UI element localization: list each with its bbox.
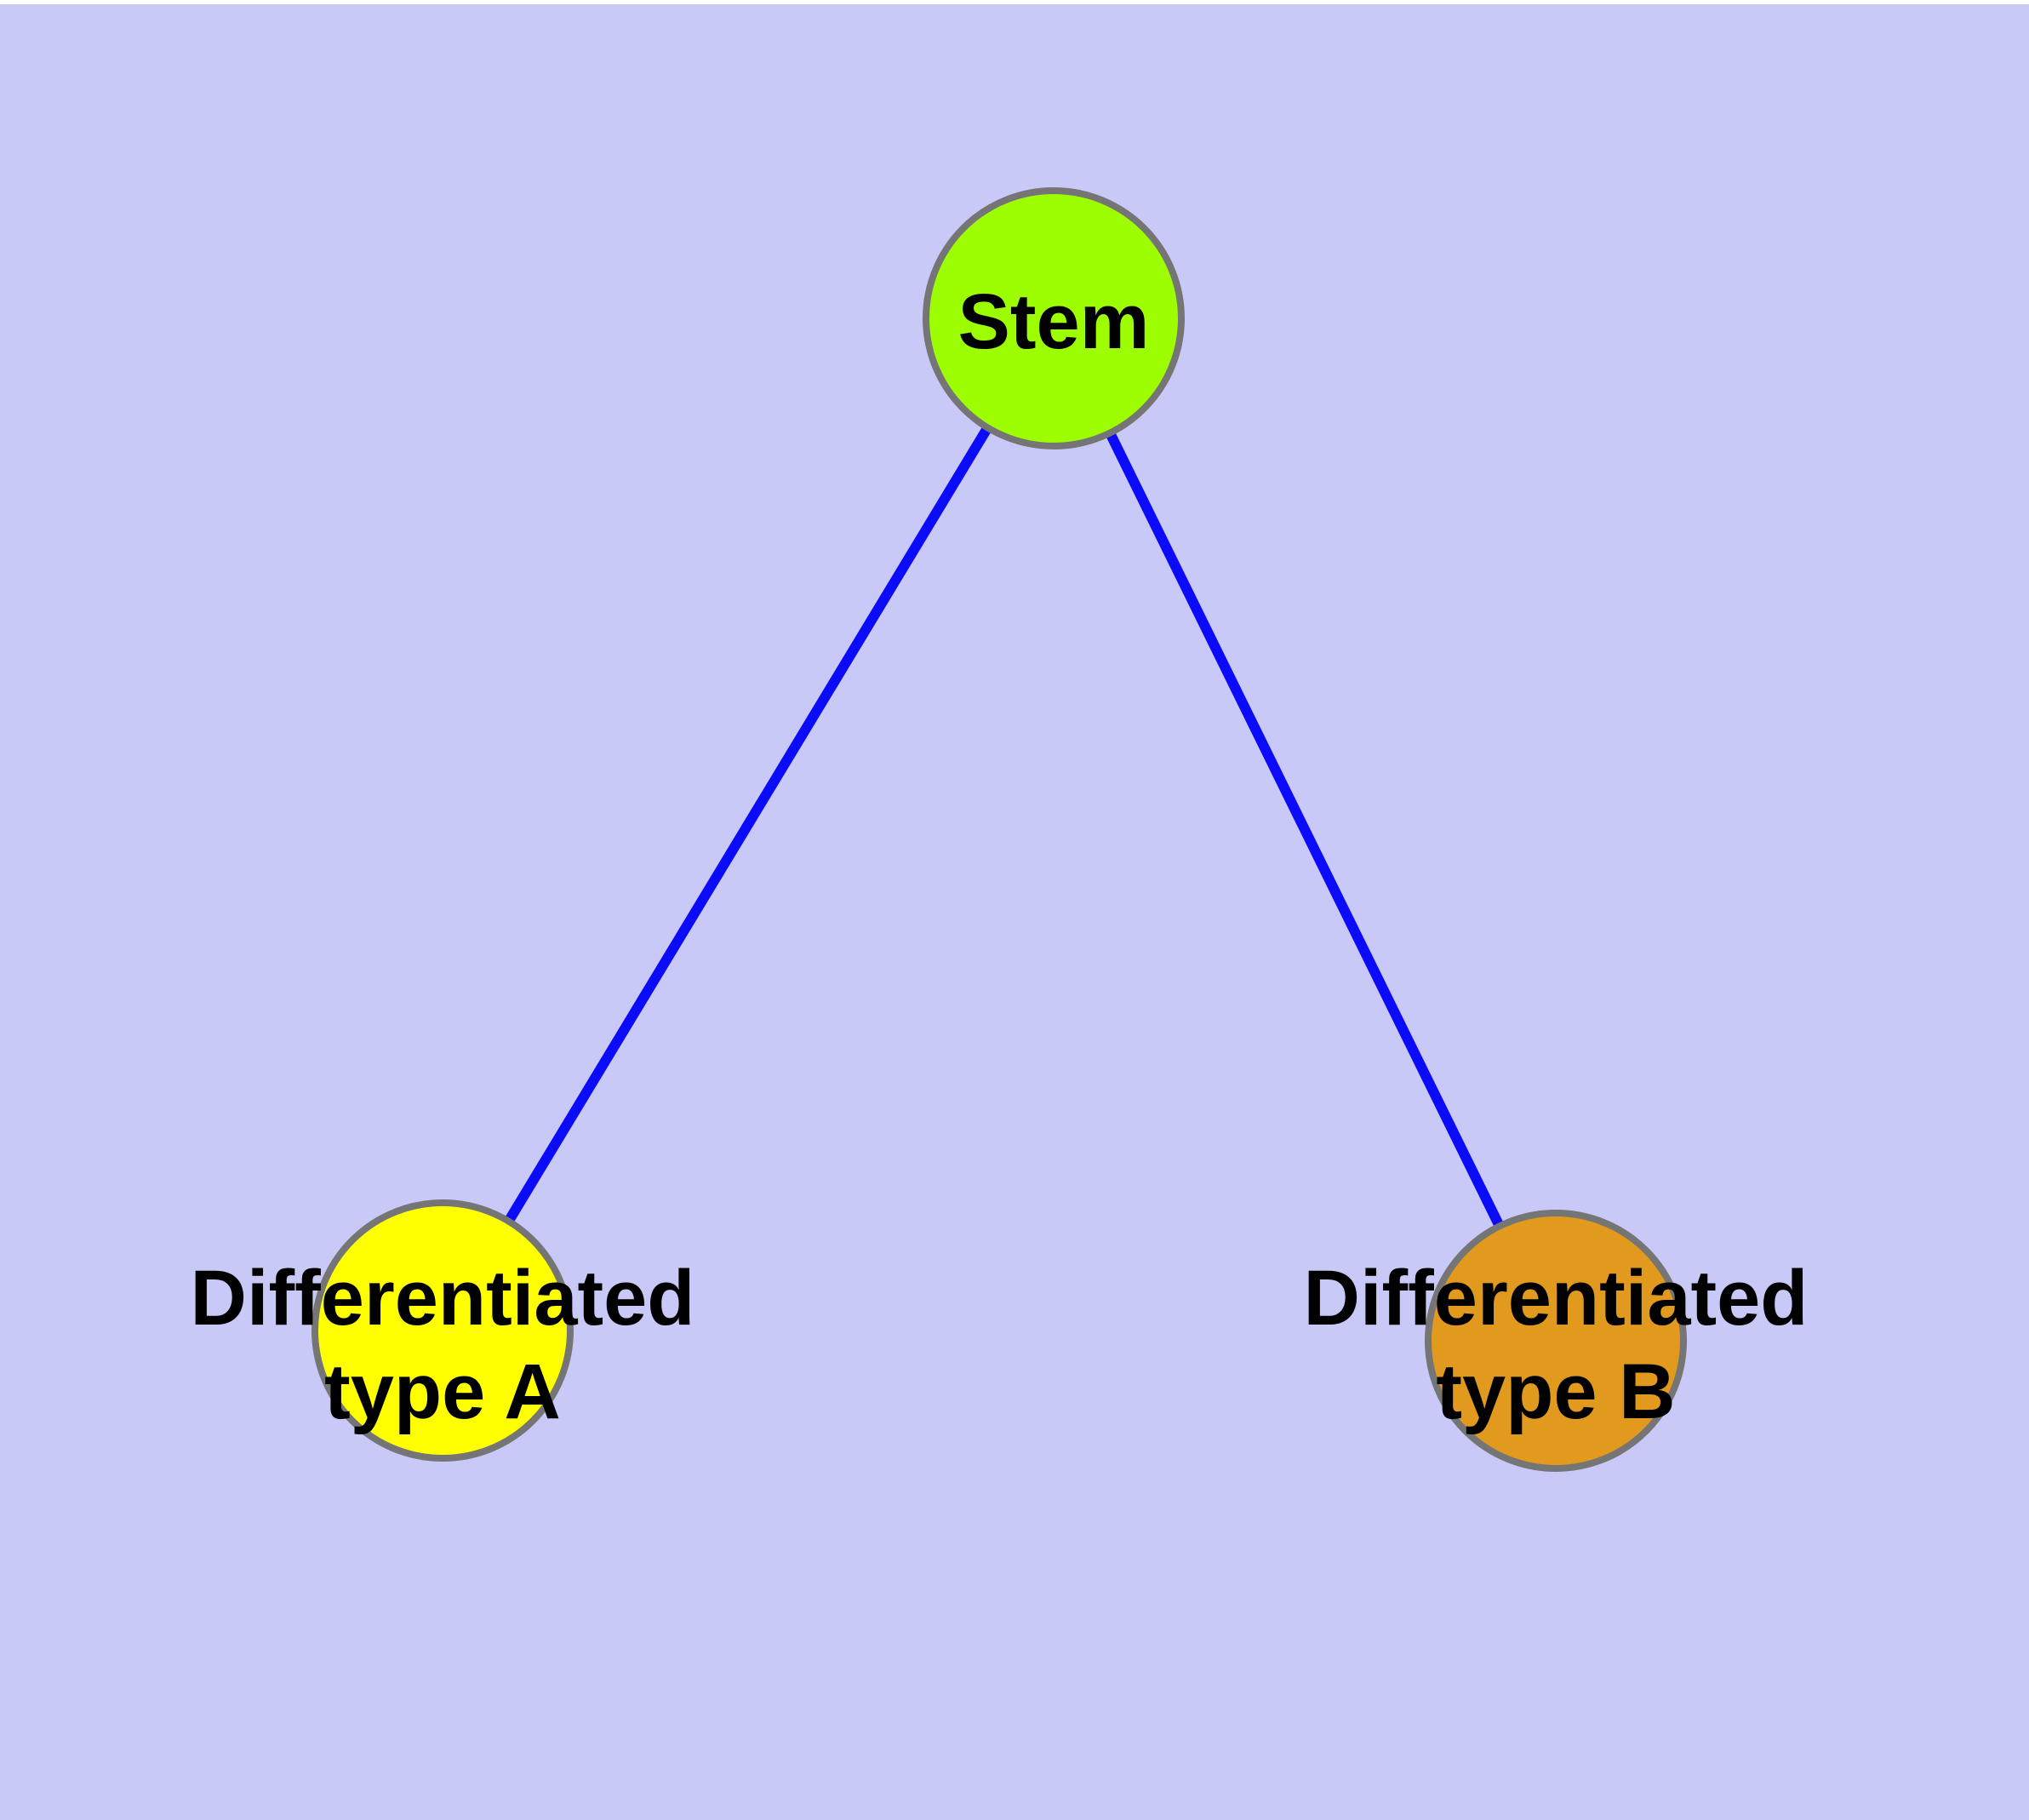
node-typeA-label-line1: Differentiated — [190, 1255, 695, 1342]
edge-stem-to-typeB — [1049, 316, 1561, 1343]
node-stem-label: Stem — [958, 275, 1150, 369]
node-typeB-label-line2: type B — [1436, 1348, 1676, 1435]
edge-stem-to-typeA — [437, 315, 1059, 1334]
node-typeB-label-line1: Differentiated — [1303, 1255, 1809, 1342]
node-typeB-circle[interactable] — [1425, 1210, 1687, 1472]
window-top-edge — [0, 0, 2029, 4]
node-typeA-label-line2: type A — [324, 1348, 561, 1435]
node-typeB-label: Differentiated type B — [1304, 1251, 1809, 1439]
node-typeA-circle[interactable] — [311, 1199, 574, 1462]
node-typeA-label: Differentiated type A — [191, 1251, 695, 1439]
node-stem-circle[interactable] — [923, 187, 1185, 449]
node-stem-label-line1: Stem — [957, 278, 1150, 365]
